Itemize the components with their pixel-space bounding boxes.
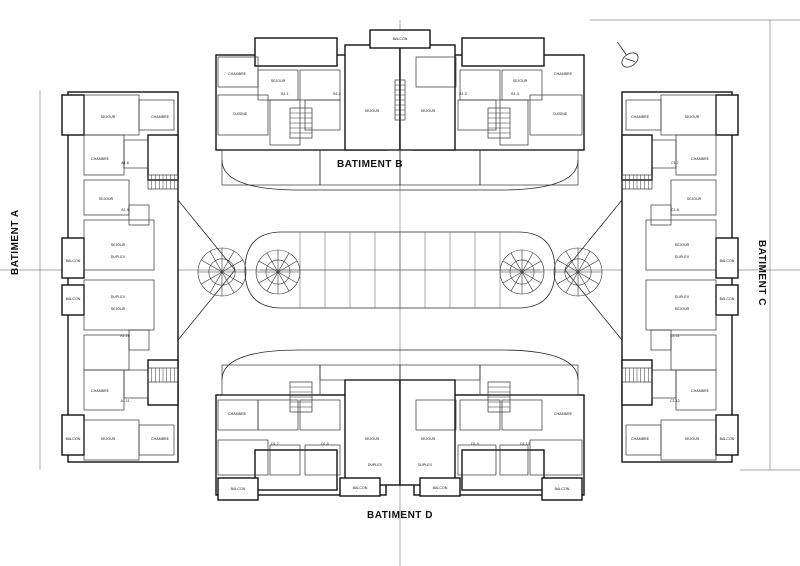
room-label: SEJOUR [99,197,114,201]
room-label: SEJOUR [421,437,436,441]
room-label: SEJOUR [513,79,528,83]
room-label: CHAMBRE [691,157,710,161]
room-label: BALCON [720,437,735,441]
room-label: SEJOUR [685,115,700,119]
building-b-plan: CHAMBRE SEJOUR SEJOUR SEJOUR SEJOUR CHAMBRE BA… [215,29,585,186]
room-label: CHAMBRE [228,412,247,416]
room-label: CHAMBRE [228,72,247,76]
building-c-label: BATIMENT C [756,240,767,306]
room-label: CHAMBRE [91,389,110,393]
room-label: BALCON [720,259,735,263]
room-label: SEJOUR [675,243,690,247]
building-a-plan: SEJOUR CHAMBRE CHAMBRE SEJOUR SEJOUR DUPLEX DU… [61,91,179,463]
unit-code: B1.3 [459,92,466,96]
room-label: SEJOUR [271,79,286,83]
room-label: CHAMBRE [151,437,170,441]
room-label: DUPLEX [111,255,126,259]
unit-code: D1.7 [271,442,279,446]
room-label: BALCON [66,437,81,441]
room-label: BALCON [393,37,408,41]
room-label: CUISINE [553,112,568,116]
room-label: SEJOUR [675,307,690,311]
unit-code: A1.9 [121,208,128,212]
room-label: SEJOUR [101,115,116,119]
room-label: CHAMBRE [691,389,710,393]
tree-icon [197,247,603,297]
room-label: SEJOUR [365,437,380,441]
building-a-label: BATIMENT A [10,209,21,275]
room-label: DUPLEX [675,295,690,299]
room-label: BALCON [353,486,368,490]
room-label: DUPLEX [111,295,126,299]
room-label: BALCON [66,297,81,301]
room-label: SEJOUR [685,437,700,441]
unit-code: B1.2 [333,92,340,96]
room-label: SEJOUR [101,437,116,441]
room-label: DUPLEX [675,255,690,259]
courtyard [177,159,623,381]
room-label: CHAMBRE [554,412,573,416]
building-d-label: BATIMENT D [367,510,433,521]
room-label: CUISINE [233,112,248,116]
room-label: CHAMBRE [631,115,650,119]
room-label: BALCON [433,486,448,490]
building-c-plan: SEJOUR CHAMBRE CHAMBRE SEJOUR SEJOUR DUPLEX DU… [621,91,739,463]
unit-code: A1.8 [121,161,128,165]
unit-code: D1.9 [471,442,479,446]
unit-code: A1.11 [120,399,129,403]
room-label: BALCON [555,487,570,491]
room-label: SEJOUR [365,109,380,113]
unit-code: C1.11 [670,334,679,338]
room-label: SEJOUR [421,109,436,113]
unit-code: C1.12 [670,399,680,403]
room-label: BALCON [231,487,246,491]
room-label: SEJOUR [111,243,126,247]
north-arrow-icon [617,41,639,68]
unit-code: D1.10 [520,442,530,446]
room-label: BALCON [720,297,735,301]
room-label: CHAMBRE [631,437,650,441]
unit-code: C1.8 [671,208,679,212]
room-label: SEJOUR [687,197,702,201]
room-label: DUPLEX [368,463,383,467]
room-label: BALCON [66,259,81,263]
room-label: CHAMBRE [151,115,170,119]
room-label: SEJOUR [111,307,126,311]
room-label: DUPLEX [418,463,433,467]
room-label: CHAMBRE [91,157,110,161]
unit-code: D1.8 [321,442,329,446]
building-b-label: BATIMENT B [337,159,403,170]
unit-code: B1.1 [281,92,288,96]
unit-code: A1.10 [120,334,129,338]
unit-code: B1.4 [511,92,518,96]
room-label: CHAMBRE [554,72,573,76]
unit-code: C1.7 [671,161,679,165]
building-d-plan: CHAMBRE SEJOUR SEJOUR CHAMBRE BALCON BALCON BA… [215,364,585,501]
